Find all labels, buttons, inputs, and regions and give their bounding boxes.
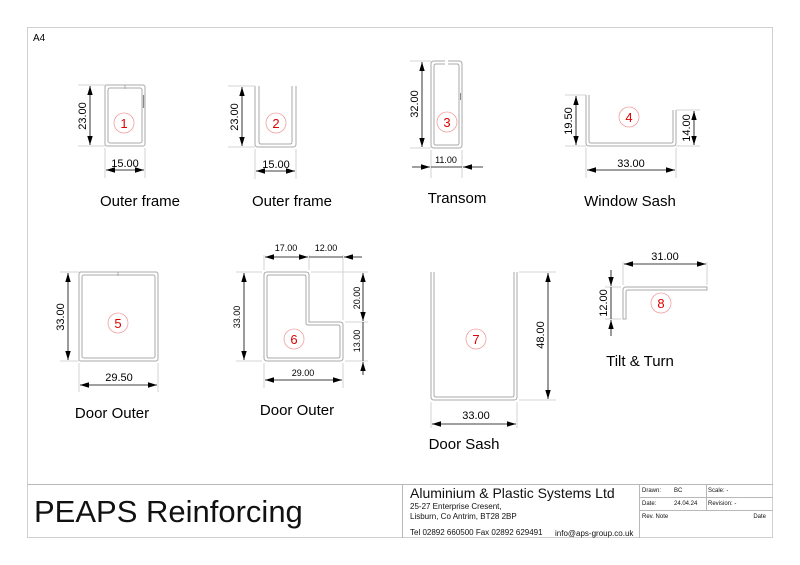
date-value: 24.04.24: [674, 501, 698, 507]
profile-number: 8: [657, 296, 664, 311]
dim-width: 29.00: [292, 368, 315, 378]
rev-note-label: Rev. Note: [642, 514, 669, 520]
profile-caption: Outer frame: [100, 193, 180, 210]
profile-6: 17.00 12.00 33.00 20.00 13.00 29.00 6 Do…: [232, 243, 368, 419]
phone-fax: Tel 02892 660500 Fax 02892 629491: [410, 528, 543, 537]
profile-1: 23.00 15.00 1 Outer frame: [77, 84, 180, 210]
dim-width: 15.00: [111, 158, 139, 170]
drawing-border: [27, 27, 773, 538]
dim-right-height: 14.00: [681, 114, 693, 142]
profile-caption: Door Sash: [429, 436, 500, 453]
dim-left-height: 19.50: [563, 107, 575, 135]
profile-3: 32.00 11.00 3 Transom: [409, 60, 487, 207]
profile-8: 31.00 12.00 8 Tilt & Turn: [598, 251, 708, 370]
dim-right-lower: 13.00: [352, 330, 362, 353]
profile-number: 7: [472, 332, 479, 347]
dim-width: 33.00: [462, 410, 490, 422]
profile-2: 23.00 15.00 2 Outer frame: [228, 85, 332, 210]
date-label: Date:: [642, 501, 657, 507]
dim-width: 31.00: [651, 251, 679, 263]
dim-top-left: 17.00: [275, 243, 298, 253]
profile-number: 3: [443, 115, 450, 130]
dim-right-upper: 20.00: [352, 287, 362, 310]
address-line-2: Lisburn, Co Antrim, BT28 2BP: [410, 512, 517, 521]
revision-label: Revision: -: [708, 501, 736, 507]
dim-height: 33.00: [55, 303, 67, 331]
dim-width: 15.00: [262, 159, 290, 171]
profile-7: 48.00 33.00 7 Door Sash: [429, 271, 556, 453]
profile-4: 19.50 14.00 33.00 4 Window Sash: [563, 94, 700, 210]
profile-number: 2: [272, 116, 279, 131]
dim-height: 12.00: [598, 289, 610, 317]
dim-width: 33.00: [617, 158, 645, 170]
dim-height: 23.00: [229, 103, 241, 131]
profile-caption: Transom: [428, 190, 487, 207]
address-line-1: 25-27 Enterprise Cresent,: [410, 502, 502, 511]
profile-caption: Door Outer: [260, 402, 334, 419]
profile-number: 6: [290, 332, 297, 347]
profile-number: 4: [625, 110, 632, 125]
paper-size-label: A4: [33, 33, 46, 44]
profile-number: 5: [114, 316, 121, 331]
dim-height: 23.00: [77, 102, 89, 130]
email-address: info@aps-group.co.uk: [555, 529, 634, 538]
drawn-label: Drawn:: [642, 488, 661, 494]
company-name: Aluminium & Plastic Systems Ltd: [410, 485, 615, 501]
dim-height: 32.00: [409, 90, 421, 118]
profile-caption: Window Sash: [584, 193, 676, 210]
title-block: PEAPS Reinforcing Aluminium & Plastic Sy…: [27, 484, 773, 538]
drawn-value: BC: [674, 488, 683, 494]
dim-height: 33.00: [232, 306, 242, 329]
drawing-title: PEAPS Reinforcing: [34, 494, 303, 529]
dim-width: 29.50: [105, 372, 133, 384]
rev-date-label: Date: [753, 514, 766, 520]
scale-label: Scale: -: [708, 488, 728, 494]
profile-caption: Door Outer: [75, 405, 149, 422]
profile-5: 33.00 29.50 5 Door Outer: [55, 271, 159, 422]
dim-top-right: 12.00: [315, 243, 338, 253]
profile-number: 1: [120, 116, 127, 131]
dim-width: 11.00: [435, 155, 457, 165]
profile-caption: Tilt & Turn: [606, 353, 674, 370]
dim-height: 48.00: [535, 321, 547, 349]
profile-caption: Outer frame: [252, 193, 332, 210]
